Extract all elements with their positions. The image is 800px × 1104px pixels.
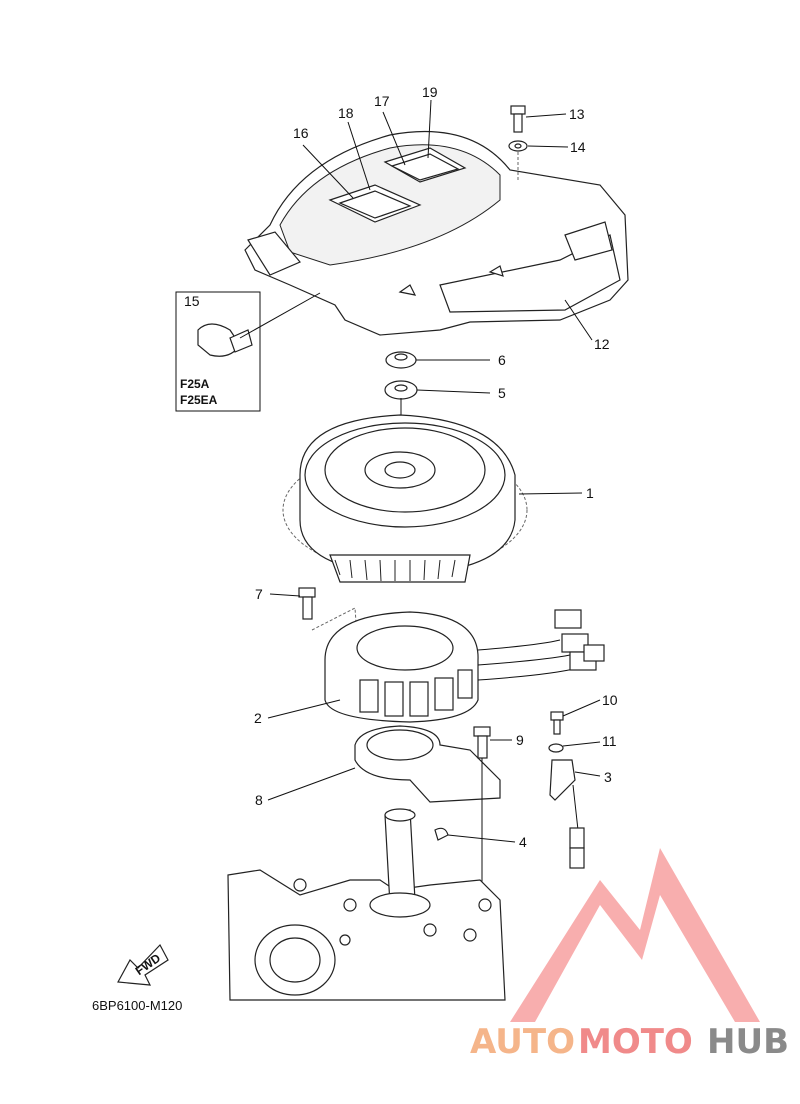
callout-9: 9	[516, 732, 524, 748]
base-plate	[354, 725, 501, 803]
bolt-10	[550, 711, 564, 735]
variant-label-f25a: F25A	[180, 377, 210, 391]
washer-5	[384, 380, 418, 400]
watermark-auto: AUTO	[470, 1022, 575, 1062]
nut-6	[385, 351, 417, 369]
stator	[324, 609, 605, 723]
fwd-arrow: FWD	[117, 943, 169, 986]
callout-8: 8	[255, 792, 263, 808]
watermark-text: AUTO MOTO HUB	[470, 1022, 789, 1062]
callout-4: 4	[519, 834, 527, 850]
callout-11: 11	[602, 733, 617, 749]
crankcase	[227, 808, 506, 1001]
watermark-hub: HUB	[707, 1022, 789, 1062]
callout-12: 12	[594, 336, 610, 352]
washer-11	[548, 743, 564, 753]
watermark-logo	[510, 848, 760, 1022]
clamp-15	[197, 323, 253, 357]
flywheel	[282, 414, 528, 583]
callout-1: 1	[586, 485, 594, 501]
callout-15: 15	[184, 293, 200, 309]
callout-14: 14	[570, 139, 586, 155]
callout-10: 10	[602, 692, 618, 708]
flywheel-cover	[244, 130, 629, 336]
washer-14	[508, 140, 528, 152]
diagram-code: 6BP6100-M120	[92, 998, 182, 1013]
key-4	[434, 827, 449, 841]
callout-6: 6	[498, 352, 506, 368]
bolt-7	[298, 587, 316, 620]
callout-3: 3	[604, 769, 612, 785]
variant-label-f25ea: F25EA	[180, 393, 218, 407]
callout-17: 17	[374, 93, 390, 109]
bolt-13	[510, 105, 526, 133]
callout-5: 5	[498, 385, 506, 401]
callout-16: 16	[293, 125, 309, 141]
inset-box	[175, 291, 261, 412]
pulser-coil	[549, 759, 585, 869]
callout-19: 19	[422, 84, 438, 100]
callout-7: 7	[255, 586, 263, 602]
callout-numbers: 1 2 3 4 5 6 7 8 9 10 11 12 13 14 15 16 1…	[184, 84, 618, 850]
cover-label-18	[338, 190, 412, 219]
callout-2: 2	[254, 710, 262, 726]
callout-13: 13	[569, 106, 585, 122]
bolt-9	[473, 726, 491, 759]
cover-label-19	[390, 153, 460, 181]
callout-18: 18	[338, 105, 354, 121]
leader-lines	[267, 99, 601, 843]
watermark-moto: MOTO	[578, 1022, 693, 1062]
